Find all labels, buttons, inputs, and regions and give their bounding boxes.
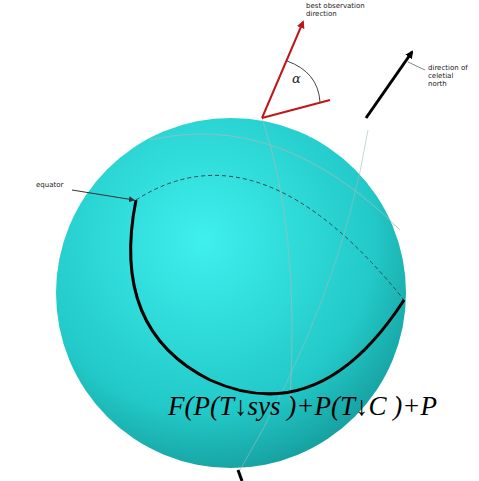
reference-line (262, 100, 330, 118)
grid-line (150, 134, 400, 230)
formula-text: F(P(T↓sys )+P(T↓C )+P (168, 393, 437, 420)
equator-label: equator (36, 181, 63, 189)
leader-line (72, 190, 134, 200)
grid-line (262, 118, 292, 400)
angle-symbol: α (292, 72, 301, 87)
direction-label: direction of celetial north (428, 64, 474, 88)
direction-label: best observation direction (306, 2, 368, 18)
leader-line (408, 62, 425, 70)
observation-arrow (262, 22, 303, 118)
celestial-north-arrow (366, 52, 412, 118)
axis-bottom (238, 470, 242, 481)
equator-back (136, 175, 404, 300)
equator (131, 200, 404, 394)
angle-arc (287, 61, 320, 102)
